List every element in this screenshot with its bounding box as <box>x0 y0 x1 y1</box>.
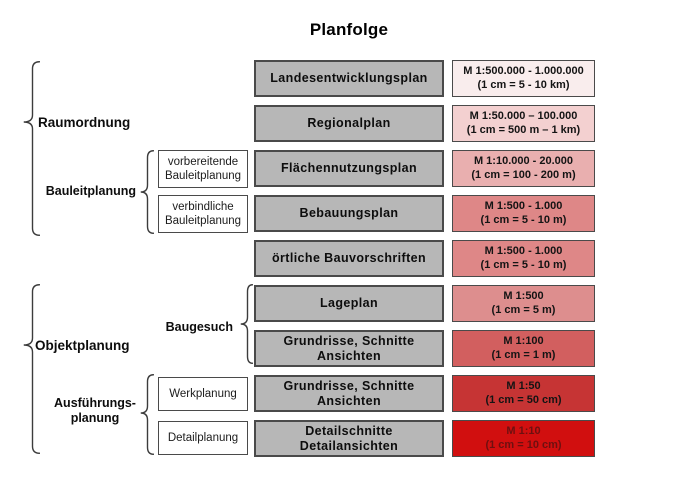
raumordnung-brace <box>23 61 40 236</box>
baugesuch-brace <box>240 284 253 364</box>
scale-box-landesentwicklungsplan: M 1:500.000 - 1.000.000(1 cm = 5 - 10 km… <box>452 60 595 97</box>
scale-box-oertliche-bauvorschriften: M 1:500 - 1.000(1 cm = 5 - 10 m) <box>452 240 595 277</box>
plan-box-lageplan: Lageplan <box>254 285 444 322</box>
ausfuehrungsplanung-brace <box>140 374 154 455</box>
scale-box-regionalplan: M 1:50.000 – 100.000(1 cm = 500 m – 1 km… <box>452 105 595 142</box>
bauleitplanung-label: Bauleitplanung <box>45 184 136 198</box>
plan-box-regionalplan: Regionalplan <box>254 105 444 142</box>
sub-box-detailplanung: Detailplanung <box>158 421 248 455</box>
plan-box-oertliche-bauvorschriften: örtliche Bauvorschriften <box>254 240 444 277</box>
scale-box-flaechennutzungsplan: M 1:10.000 - 20.000(1 cm = 100 - 200 m) <box>452 150 595 187</box>
scale-box-bebauungsplan: M 1:500 - 1.000(1 cm = 5 - 10 m) <box>452 195 595 232</box>
plan-box-flaechennutzungsplan: Flächennutzungsplan <box>254 150 444 187</box>
scale-box-grundrisse-schnitte-1: M 1:100(1 cm = 1 m) <box>452 330 595 367</box>
scale-box-detailschnitte: M 1:10(1 cm = 10 cm) <box>452 420 595 457</box>
objektplanung-label: Objektplanung <box>35 338 130 353</box>
scale-box-grundrisse-schnitte-2: M 1:50(1 cm = 50 cm) <box>452 375 595 412</box>
objektplanung-brace <box>23 284 40 454</box>
scale-box-lageplan: M 1:500(1 cm = 5 m) <box>452 285 595 322</box>
plan-box-bebauungsplan: Bebauungsplan <box>254 195 444 232</box>
bauleitplanung-brace <box>140 150 154 234</box>
ausfuehrungsplanung-label: Ausführungs-planung <box>54 396 136 425</box>
diagram-title: Planfolge <box>309 20 389 39</box>
plan-box-landesentwicklungsplan: Landesentwicklungsplan <box>254 60 444 97</box>
sub-box-werkplanung: Werkplanung <box>158 377 248 411</box>
baugesuch-label: Baugesuch <box>165 320 233 334</box>
raumordnung-label: Raumordnung <box>38 115 131 130</box>
